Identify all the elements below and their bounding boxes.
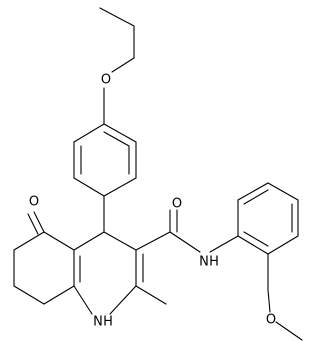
bond-line [73,177,105,197]
bond-line [237,235,269,255]
bond-line [33,211,45,233]
bond-line [169,231,201,253]
atom-h-ring: H [103,315,113,330]
atom-o-methoxy: O [266,313,276,328]
bond-line [73,285,93,315]
bond-line [111,57,135,73]
bond-line [103,177,137,197]
bond-line [43,231,75,251]
atom-o-ketone: O [29,195,39,210]
bond-line [243,231,269,247]
bond-lines [13,7,303,341]
bond-line [99,7,135,27]
bond-line [13,285,45,305]
bond-line [103,231,137,251]
bond-line [267,182,299,201]
atom-o-amide: O [172,197,182,212]
atom-o-propoxy: O [101,73,111,88]
bond-line [73,231,105,251]
bond-line [267,235,299,255]
bond-line [103,131,130,147]
bond-line [73,123,105,143]
bond-line [135,285,167,305]
atom-n-amide: N [199,255,209,270]
bond-line [135,231,171,251]
bond-line [43,285,75,305]
bond-line [109,285,137,315]
bond-line [209,235,239,253]
bond-line [103,123,137,143]
bond-line [237,182,269,201]
atom-n-ring: N [93,315,103,330]
bond-line [27,213,39,235]
bond-line [13,231,45,251]
bond-line [243,189,269,205]
bond-line [267,289,271,313]
bond-line [275,321,303,341]
atom-h-amide: H [209,255,219,270]
